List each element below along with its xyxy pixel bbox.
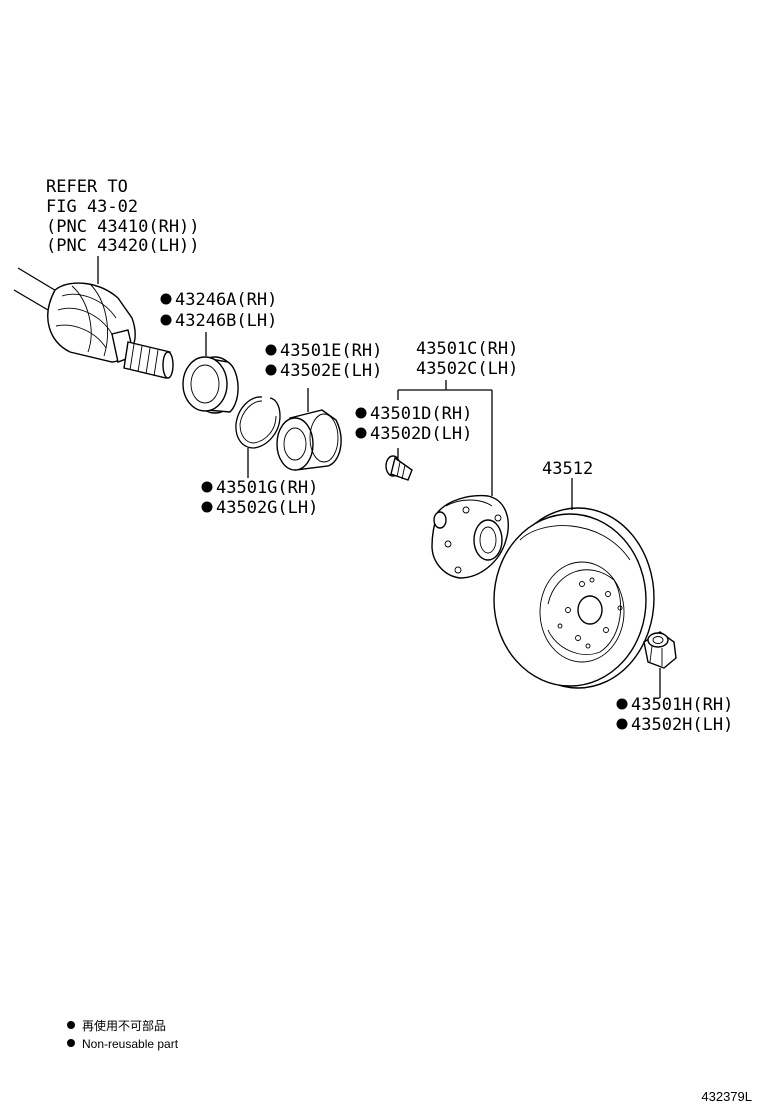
non-reusable-dot-icon xyxy=(355,407,367,419)
callout-snap-ring-rh: 43501G(RH) xyxy=(216,478,318,498)
non-reusable-dot-icon xyxy=(616,698,628,710)
callout-bearing: 43501E(RH) 43502E(LH) xyxy=(265,341,382,381)
callout-hub-bolt-lh: 43502D(LH) xyxy=(370,424,472,444)
callout-snap-ring-lh: 43502G(LH) xyxy=(216,498,318,518)
shaft-ref-line-3: (PNC 43410(RH)) xyxy=(46,217,200,237)
callout-dust-seal-rh: 43246A(RH) xyxy=(175,290,277,310)
non-reusable-dot-icon xyxy=(201,481,213,493)
callout-dust-seal-lh: 43246B(LH) xyxy=(175,311,277,331)
callout-bearing-lh: 43502E(LH) xyxy=(280,361,382,381)
brake-disc-illustration xyxy=(493,478,655,689)
callout-nut-rh: 43501H(RH) xyxy=(631,695,733,715)
drive-shaft-illustration xyxy=(13,256,174,379)
callout-hub-rh: 43501C(RH) xyxy=(416,339,518,359)
drawing-number: 432379L xyxy=(701,1089,752,1104)
non-reusable-dot-icon xyxy=(265,364,277,376)
lock-nut-illustration xyxy=(643,631,677,698)
hub-bolt-illustration xyxy=(385,448,413,481)
legend-japanese: 再使用不可部品 xyxy=(82,1018,166,1033)
non-reusable-dot-icon xyxy=(160,293,172,305)
shaft-ref-line-1: REFER TO xyxy=(46,177,128,197)
callout-hub-lh: 43502C(LH) xyxy=(416,359,518,379)
callout-snap-ring: 43501G(RH) 43502G(LH) xyxy=(201,478,318,518)
snap-ring-illustration xyxy=(235,396,281,478)
callout-disc: 43512 xyxy=(542,459,593,479)
shaft-ref-line-4: (PNC 43420(LH)) xyxy=(46,236,200,256)
shaft-reference-label: REFER TO FIG 43-02 (PNC 43410(RH)) (PNC … xyxy=(46,177,200,256)
callout-disc-number: 43512 xyxy=(542,459,593,479)
callout-dust-seal: 43246A(RH) 43246B(LH) xyxy=(160,290,277,331)
non-reusable-dot-icon xyxy=(67,1021,75,1029)
callout-hub: 43501C(RH) 43502C(LH) xyxy=(416,339,518,379)
non-reusable-dot-icon xyxy=(355,427,367,439)
callout-nut-lh: 43502H(LH) xyxy=(631,715,733,735)
callout-nut: 43501H(RH) 43502H(LH) xyxy=(616,695,733,735)
bearing-illustration xyxy=(276,388,342,471)
non-reusable-dot-icon xyxy=(160,314,172,326)
non-reusable-dot-icon xyxy=(67,1039,75,1047)
non-reusable-dot-icon xyxy=(201,501,213,513)
dust-seal-illustration xyxy=(182,332,239,414)
callout-hub-bolt: 43501D(RH) 43502D(LH) xyxy=(355,404,472,444)
legend-english: Non-reusable part xyxy=(82,1037,179,1051)
legend: 再使用不可部品 Non-reusable part xyxy=(67,1018,179,1051)
shaft-ref-line-2: FIG 43-02 xyxy=(46,197,138,217)
axle-hub-illustration xyxy=(397,380,509,579)
non-reusable-dot-icon xyxy=(265,344,277,356)
callout-bearing-rh: 43501E(RH) xyxy=(280,341,382,361)
non-reusable-dot-icon xyxy=(616,718,628,730)
callout-hub-bolt-rh: 43501D(RH) xyxy=(370,404,472,424)
